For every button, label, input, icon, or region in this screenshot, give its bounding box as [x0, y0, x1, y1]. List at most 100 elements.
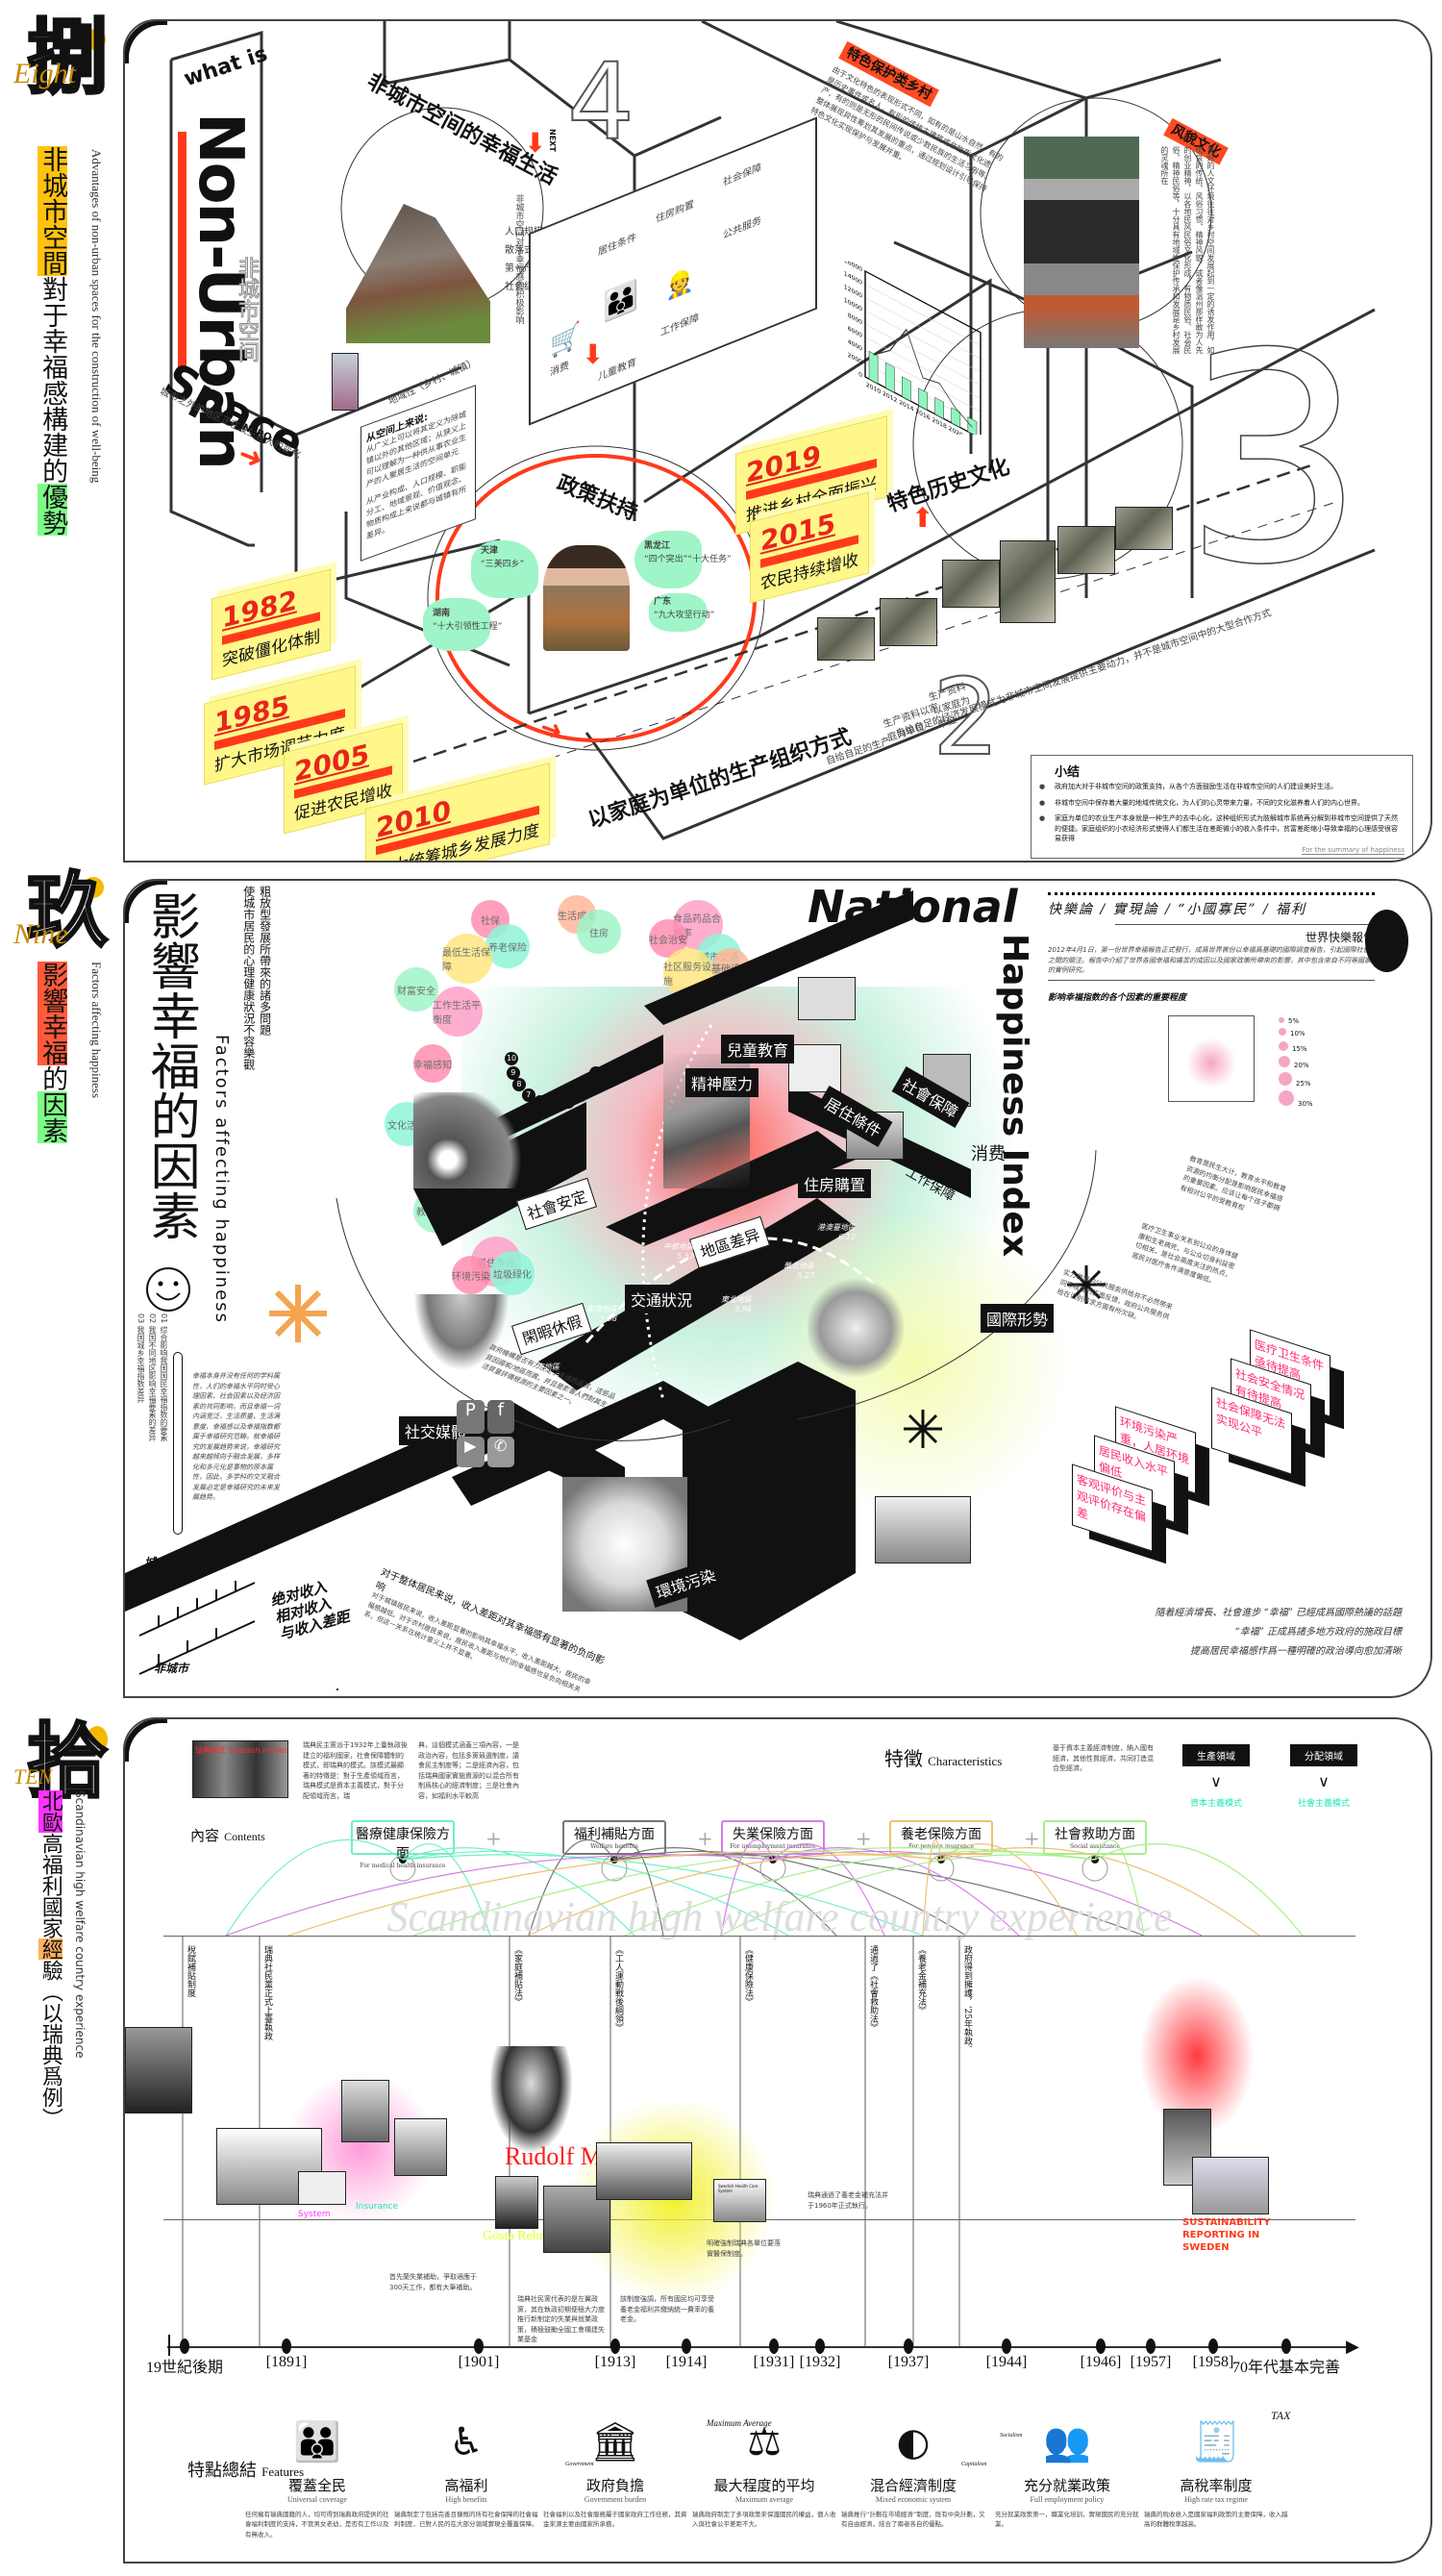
feature-cn: 政府負擔: [585, 2477, 644, 2494]
feature-cn: 覆蓋全民: [287, 2477, 346, 2494]
feature-text: 瑞典的稅收收入是國家福利政策的主要保障，收入越高的群體稅率越高。: [1144, 2511, 1288, 2529]
essay: 幸福本身并没有任何的学科属性，人们的幸福水平同时受心理因素、社会因素以及经济因素…: [192, 1372, 280, 1501]
feature-cn: 最大程度的平均: [713, 2477, 815, 2494]
y-tick-label: 2000: [848, 351, 862, 366]
label-child-education: 兒童教育: [721, 1035, 795, 1063]
numeral-dot: [87, 1726, 108, 1753]
icon-word-avg: Maximum Average: [707, 2418, 772, 2428]
timeline-year: [1931]: [753, 2354, 795, 2370]
panel-sweden: 瑞典模式 Swedish model 瑞典民主黨派于1932年上臺執政後建立的福…: [123, 1717, 1432, 2563]
timeline-year: 70年代基本完善: [1231, 2360, 1341, 2376]
event-label: 《家庭補貼法》: [512, 1945, 522, 2006]
intro-text: 粗放型發展所帶來的諸多問題使城市居民的心理健康狀況不容樂觀: [240, 886, 273, 1070]
feature-text: 任何擁有瑞典國籍的人，均可得到瑞典政府提供的社會福利制度的支持，不管男女老幼，是…: [245, 2511, 389, 2538]
icon-label: 消费: [550, 360, 569, 379]
features-title: 特點總結 Features: [187, 2457, 304, 2482]
report-text: 2012年4月1日，第一份世界幸福報告正式發行，成爲世界首份以幸福爲基礎的國際調…: [1048, 945, 1375, 981]
bar: [951, 407, 961, 428]
region-value: 5.51: [677, 1252, 694, 1261]
timeline-year: [1914]: [665, 2354, 708, 2370]
anchor-ring: [389, 1855, 416, 1882]
label-housing: 住房購置: [798, 1169, 872, 1198]
framed-photo: [788, 1044, 841, 1092]
region-value: 6.12: [838, 1233, 856, 1241]
region-slogan: “四个突出”“十大任务”: [644, 554, 732, 564]
connection-arc: [772, 1850, 1203, 1937]
smiley-icon: [146, 1267, 190, 1312]
legend-label: 5%: [1288, 1017, 1300, 1025]
connection-arc: [613, 1850, 967, 1937]
numeral-dot: [85, 29, 106, 50]
timeline-dot: [474, 2338, 484, 2354]
connection-arc: [402, 1854, 924, 1937]
connection-arc: [402, 1850, 789, 1937]
health-system-photo: Swedish Health Care System: [713, 2179, 766, 2222]
legend-label: 15%: [1292, 1044, 1307, 1053]
content-en: For medical health insurance: [360, 1863, 446, 1869]
side-caption: 非城市空间对于幸福感的积极影响: [513, 194, 524, 324]
world-happiness-report: 快樂論 / 實現論 / “小國寡民” / 福利 世界快樂報告 2012年4月1日…: [1048, 892, 1375, 1003]
icon-label: 工作保障: [660, 313, 699, 339]
bar: [918, 388, 928, 411]
rocket-photo: [808, 1275, 904, 1381]
content-cn: 養老保險方面: [901, 1827, 982, 1842]
mode-field: 生產領域: [1182, 1744, 1250, 1766]
timeline-year: [1891]: [265, 2354, 308, 2370]
feature-text: 瑞典政府制定了多項政策來保護國民的權益，個人收入與社會公平差距不大。: [692, 2511, 836, 2529]
connection-arc: [624, 1850, 1096, 1937]
summary-item: ●政府加大对于非城市空间的政策支持，从各个方面鼓励生活在非城市空间的人们建设美好…: [1039, 783, 1337, 790]
isometric-black-bands: [125, 890, 1106, 1640]
feature-icon: ◐: [896, 2420, 931, 2464]
feature-cn: 充分就業政策: [1023, 2477, 1110, 2494]
feature-cn: 高稅率制度: [1180, 2477, 1253, 2494]
gridline: [865, 350, 981, 413]
gridline: [865, 311, 981, 373]
icon-label: 住房购置: [656, 199, 694, 226]
icon-label: 社会保障: [723, 162, 761, 188]
social-icons: P f ▶ ✆: [457, 1400, 514, 1467]
connection-arc: [412, 1847, 1096, 1937]
farming-photo: [1057, 526, 1115, 574]
nhi-title-b: Happiness Index: [995, 934, 1034, 1258]
section-subtitle-en: Advantages of non-urban spaces for the c…: [89, 149, 104, 484]
system-photo: [298, 2171, 346, 2205]
region-slogan: “三美四乡”: [481, 559, 525, 569]
quote: 隨着經濟增長、社會進步 “幸福” 已經成爲國際熱議的話題: [1155, 1608, 1402, 1618]
connection-arc: [720, 1854, 1096, 1937]
scale-noncity: 非城市: [154, 1662, 189, 1675]
event-note: 該制度強調，所有國民均可享受養老金福利并繳納統一費率的養老金。: [620, 2295, 714, 2323]
legend-item: 20%: [1279, 1055, 1313, 1072]
summary-text: 家庭为单位的农业生产本身就是一种生产的去中心化，这种组织形式为肢解城市系统再分解…: [1055, 814, 1398, 842]
book-cover: [332, 353, 359, 411]
mode-field: 分配領域: [1290, 1744, 1357, 1766]
report-title: 世界快樂報告: [1115, 924, 1375, 945]
worker-icon: 👷: [665, 264, 694, 304]
timeline-year: [1937]: [887, 2354, 930, 2370]
plus-icon: +: [1024, 1827, 1040, 1850]
bar: [967, 416, 978, 435]
timeline-dot: [1208, 2338, 1218, 2354]
timeline-year: [1957]: [1130, 2354, 1172, 2370]
book-photo: [875, 1496, 971, 1563]
legend-label: 10%: [1290, 1030, 1305, 1038]
region-hunan: 湖南“十大引领性工程”: [433, 608, 502, 634]
content-cn: 福利補貼方面: [574, 1827, 655, 1842]
feature-icon: 🏛: [590, 2420, 640, 2464]
factor-bubble: 最低生活保障: [442, 934, 492, 984]
section-subtitle-en: Scandinavian high welfare country experi…: [73, 1790, 87, 2059]
gosta-rehn-portrait: [495, 2176, 538, 2229]
chevron-down-icon: ∨: [1318, 1772, 1330, 1790]
title-highlight: 幸福: [37, 1013, 68, 1065]
label-international: 國際形勢: [981, 1304, 1055, 1333]
